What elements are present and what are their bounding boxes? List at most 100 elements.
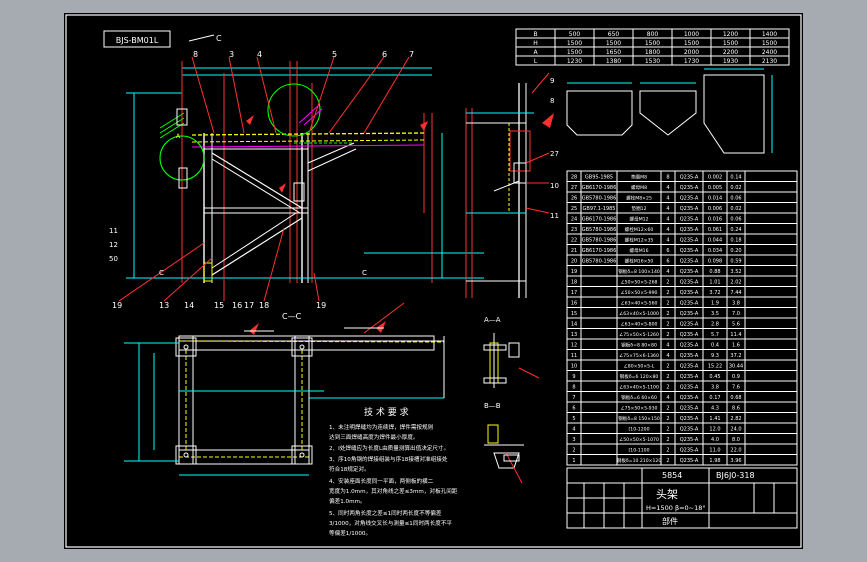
side-view: 9 8 27 10 11 — [465, 72, 559, 298]
drawing-number: BJ6J0-318 — [716, 471, 755, 480]
size-table-cell: A — [533, 49, 538, 56]
section-cc: C—C — [282, 312, 302, 321]
parts-cell-no: 4 — [572, 427, 575, 433]
parts-cell-m: Q235-A — [680, 227, 699, 233]
parts-cell-t: 7.6 — [732, 385, 740, 391]
parts-cell-m: Q235-A — [680, 448, 699, 454]
parts-cell-name: 钢板δ=6 60×60 — [621, 394, 657, 401]
parts-cell-m: Q235-A — [680, 353, 699, 359]
parts-cell-name: 螺栓M16×50 — [625, 258, 654, 265]
size-table-cell: 1650 — [606, 49, 621, 56]
parts-cell-code: GB95-1985 — [585, 175, 613, 181]
parts-cell-name: 螺母M16 — [630, 247, 649, 254]
size-table-cell: 1500 — [684, 40, 699, 47]
tech-heading: 技 术 要 求 — [364, 406, 409, 418]
parts-cell-q: 4 — [666, 343, 669, 349]
parts-cell-code: GB5780-1986 — [582, 196, 617, 202]
parts-cell-no: 21 — [571, 248, 577, 254]
parts-cell-q: 6 — [666, 248, 669, 254]
parts-cell-m: Q235-A — [680, 343, 699, 349]
parts-cell-w: 0.044 — [708, 238, 722, 244]
parts-cell-t: 24.0 — [730, 427, 741, 433]
parts-cell-w: 1.41 — [709, 416, 720, 422]
size-table-cell: 1500 — [567, 40, 582, 47]
parts-cell-name: 螺栓M8×25 — [626, 195, 652, 202]
parts-cell-w: 11.0 — [709, 448, 720, 454]
size-table-cell: 800 — [647, 31, 659, 38]
code-box-text: BJS-BM01L — [116, 36, 159, 45]
size-table-cell: 1500 — [762, 40, 777, 47]
parts-cell-q: 4 — [666, 217, 669, 223]
parts-cell-q: 2 — [666, 427, 669, 433]
parts-cell-no: 23 — [571, 227, 577, 233]
size-table-cell: 1200 — [723, 31, 738, 38]
parts-cell-no: 10 — [571, 364, 577, 370]
parts-cell-q: 2 — [666, 448, 669, 454]
parts-cell-name: 钢板δ=6 120×80 — [620, 373, 659, 380]
front-callouts: 8 3 4 5 6 7 11 12 50 19 13 14 15 16 17 1… — [109, 50, 414, 310]
parts-cell-w: 0.014 — [708, 196, 722, 202]
callout-l50: 50 — [109, 255, 118, 263]
parts-cell-w: 1.98 — [709, 458, 720, 464]
side-callout-27: 27 — [550, 150, 559, 158]
callout-b18: 18 — [259, 301, 269, 310]
parts-cell-w: 0.006 — [708, 206, 722, 212]
parts-cell-m: Q235-A — [680, 248, 699, 254]
callout-5: 5 — [332, 50, 337, 59]
size-table-cell: 2200 — [723, 49, 738, 56]
parts-cell-name: 螺栓M12×60 — [625, 226, 654, 233]
parts-cell-t: 37.2 — [730, 353, 741, 359]
parts-cell-w: 5.7 — [711, 332, 719, 338]
parts-cell-m: Q235-A — [680, 364, 699, 370]
parts-cell-q: 6 — [666, 259, 669, 265]
tech-line-1: 1、未注明焊缝均为连续焊，焊件需按规则 — [329, 423, 434, 431]
parts-cell-t: 0.59 — [730, 259, 741, 265]
parts-cell-code: GB97.1-1985 — [583, 206, 616, 212]
parts-cell-no: 6 — [572, 406, 575, 412]
parts-cell-q: 4 — [666, 269, 669, 275]
tech-line-8: 偏差1.0mm。 — [329, 497, 366, 505]
size-table-cell: H — [533, 40, 538, 47]
parts-cell-no: 19 — [571, 269, 577, 275]
parts-cell-name: 垫圈M8 — [631, 174, 647, 181]
parts-cell-w: 9.3 — [711, 353, 719, 359]
parts-cell-m: Q235-A — [680, 395, 699, 401]
parts-cell-m: Q235-A — [680, 437, 699, 443]
parts-cell-code: GB6170-1986 — [582, 217, 617, 223]
parts-cell-t: 0.06 — [730, 217, 741, 223]
tech-line-9: 5、同时两角长度之差≤1同时两长度不等偏差 — [329, 509, 442, 517]
parts-cell-name: ∠63×40×5-560 — [621, 301, 658, 307]
callout-b15: 15 — [214, 301, 224, 310]
parts-cell-no: 24 — [571, 217, 577, 223]
parts-cell-w: 0.034 — [708, 248, 722, 254]
parts-cell-t: 8.6 — [732, 406, 740, 412]
tech-line-7: 宽度为1.0mm，其对角线之差≤3mm，对板孔间距 — [329, 487, 458, 495]
parts-cell-name: ∠50×50×5-990 — [621, 290, 658, 296]
size-table-cell: 1730 — [684, 58, 699, 65]
parts-cell-name: 螺母M8 — [631, 184, 647, 191]
callout-b19: 19 — [112, 301, 122, 310]
size-table-cell: 1500 — [645, 40, 660, 47]
parts-cell-w: 0.45 — [709, 374, 720, 380]
title-block: 5854 头架 H=1500 β=0~18° BJ6J0-318 部件 — [566, 467, 798, 529]
tech-line-10: 3/1000，对角线交叉长与测量≤1同时两长度不平 — [329, 519, 452, 527]
parts-cell-t: 0.68 — [730, 395, 741, 401]
parts-cell-code: GB5780-1986 — [582, 238, 617, 244]
section-bb: B—B — [484, 402, 501, 410]
parts-cell-no: 14 — [571, 322, 577, 328]
parts-cell-m: Q235-A — [680, 290, 699, 296]
parts-cell-name: ∠63×40×5-1100 — [619, 385, 659, 391]
assembly-label: 部件 — [662, 516, 678, 526]
size-table-cell: 650 — [608, 31, 620, 38]
parts-cell-q: 2 — [666, 416, 669, 422]
parts-cell-m: Q235-A — [680, 259, 699, 265]
parts-cell-name: ∠63×40×5-1000 — [619, 311, 659, 317]
size-table-cell: 1530 — [645, 58, 660, 65]
callout-b17: 17 — [244, 301, 254, 310]
parts-cell-no: 15 — [571, 311, 577, 317]
parts-cell-w: 0.002 — [708, 175, 722, 181]
parts-cell-q: 4 — [666, 185, 669, 191]
callout-6: 6 — [382, 50, 387, 59]
size-table-cell: 1500 — [606, 40, 621, 47]
tl-leader — [188, 34, 215, 42]
